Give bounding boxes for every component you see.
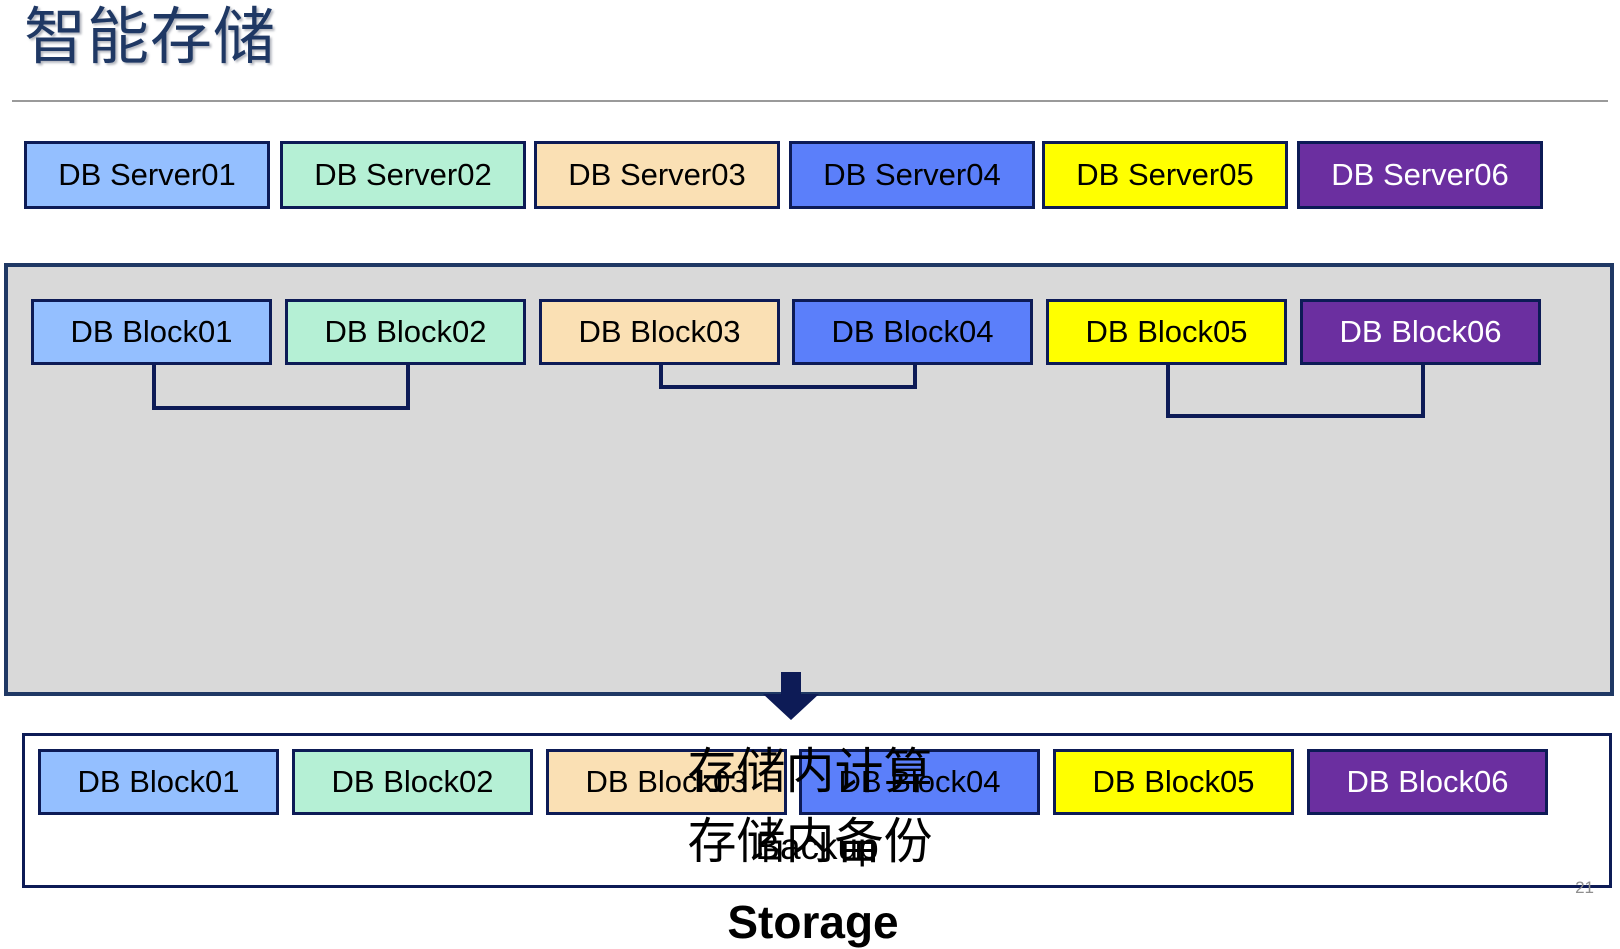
- caption-line-2: 存储内备份: [687, 814, 933, 869]
- db-server-3[interactable]: DB Server03: [534, 141, 780, 209]
- connector-drop-5: [1166, 365, 1170, 414]
- connector-bus-group-a: [152, 406, 410, 410]
- backup-label: Backup: [755, 826, 879, 867]
- db-server-6[interactable]: DB Server06: [1297, 141, 1543, 209]
- db-block-top-label: DB Block03: [578, 314, 741, 349]
- title-divider: [12, 100, 1608, 102]
- db-block-top-label: DB Block02: [324, 314, 487, 349]
- db-server-row: DB Server01 DB Server02 DB Server03 DB Serv…: [24, 141, 1543, 209]
- db-block-top-4[interactable]: DB Block04: [792, 299, 1033, 365]
- connector-drop-4: [913, 365, 917, 385]
- db-block-top-label: DB Block01: [70, 314, 233, 349]
- db-server-2[interactable]: DB Server02: [280, 141, 526, 209]
- connector-drop-6: [1421, 365, 1425, 414]
- db-block-top-6[interactable]: DB Block06: [1300, 299, 1541, 365]
- down-arrow-icon: [763, 672, 819, 720]
- db-server-label: DB Server06: [1331, 157, 1509, 192]
- db-block-backup-label: DB Block04: [838, 764, 1001, 799]
- db-block-top-5[interactable]: DB Block05: [1046, 299, 1287, 365]
- storage-label: Storage: [727, 896, 899, 948]
- db-block-backup-6[interactable]: DB Block06: [1307, 749, 1548, 815]
- db-block-backup-label: DB Block03: [585, 764, 748, 799]
- connector-drop-2: [406, 365, 410, 406]
- db-block-backup-3[interactable]: DB Block03: [546, 749, 787, 815]
- db-server-label: DB Server05: [1076, 157, 1254, 192]
- caption: 存储内计算 存储内备份: [0, 738, 1620, 877]
- db-server-label: DB Server01: [58, 157, 236, 192]
- storage-container: Backup DB Block01 DB Block02 DB Block03 DB …: [4, 263, 1614, 948]
- db-server-5[interactable]: DB Server05: [1042, 141, 1288, 209]
- db-block-backup-label: DB Block01: [77, 764, 240, 799]
- page-number: 21: [1575, 878, 1594, 897]
- db-server-label: DB Server04: [823, 157, 1001, 192]
- db-block-backup-4[interactable]: DB Block04: [799, 749, 1040, 815]
- db-block-backup-5[interactable]: DB Block05: [1053, 749, 1294, 815]
- connector-drop-1: [152, 365, 156, 406]
- db-server-label: DB Server03: [568, 157, 746, 192]
- connector-bus-group-c: [1166, 414, 1425, 418]
- db-block-top-label: DB Block04: [831, 314, 994, 349]
- db-block-top-label: DB Block05: [1085, 314, 1248, 349]
- db-block-top-1[interactable]: DB Block01: [31, 299, 272, 365]
- db-block-backup-label: DB Block05: [1092, 764, 1255, 799]
- db-server-4[interactable]: DB Server04: [789, 141, 1035, 209]
- db-block-backup-2[interactable]: DB Block02: [292, 749, 533, 815]
- caption-line-1: 存储内计算: [687, 745, 933, 799]
- db-block-backup-1[interactable]: DB Block01: [38, 749, 279, 815]
- db-block-backup-label: DB Block02: [331, 764, 494, 799]
- db-server-label: DB Server02: [314, 157, 492, 192]
- db-block-top-label: DB Block06: [1339, 314, 1502, 349]
- backup-panel: Backup DB Block01 DB Block02 DB Block03 DB …: [22, 733, 1612, 888]
- db-server-1[interactable]: DB Server01: [24, 141, 270, 209]
- page-title: 智能存储: [24, 3, 277, 72]
- connector-bus-group-b: [659, 385, 917, 389]
- connector-drop-3: [659, 365, 663, 385]
- db-block-backup-label: DB Block06: [1346, 764, 1509, 799]
- db-block-top-2[interactable]: DB Block02: [285, 299, 526, 365]
- db-block-top-3[interactable]: DB Block03: [539, 299, 780, 365]
